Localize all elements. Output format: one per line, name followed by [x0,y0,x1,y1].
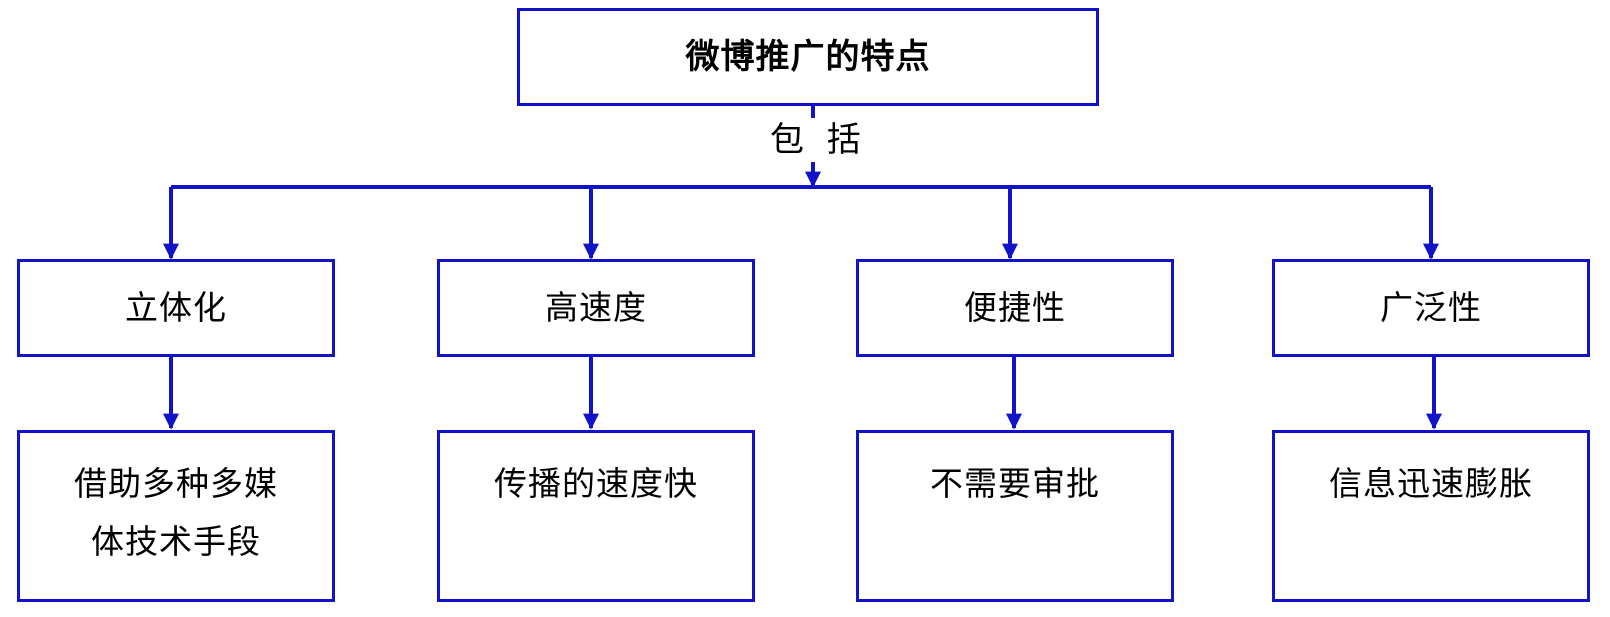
detail-node-text: 传播的速度快 [494,464,698,503]
detail-node-4: 信息迅速膨胀 [1272,430,1590,602]
detail-node-text: 信息迅速膨胀 [1329,464,1533,503]
edge-label-includes: 包 括 [768,118,865,162]
feature-node-4: 广泛性 [1272,259,1590,357]
detail-node-1: 借助多种多媒体技术手段 [17,430,335,602]
root-node-label: 微博推广的特点 [685,37,931,77]
feature-node-label: 高速度 [545,288,647,327]
feature-node-label: 立体化 [125,288,227,327]
root-node: 微博推广的特点 [517,8,1099,106]
feature-node-2: 高速度 [437,259,755,357]
feature-node-label: 便捷性 [964,288,1066,327]
feature-node-label: 广泛性 [1380,288,1482,327]
feature-node-1: 立体化 [17,259,335,357]
feature-node-3: 便捷性 [856,259,1174,357]
detail-node-text: 不需要审批 [930,464,1100,503]
detail-node-2: 传播的速度快 [437,430,755,602]
detail-node-text: 借助多种多媒体技术手段 [74,464,278,561]
detail-node-3: 不需要审批 [856,430,1174,602]
